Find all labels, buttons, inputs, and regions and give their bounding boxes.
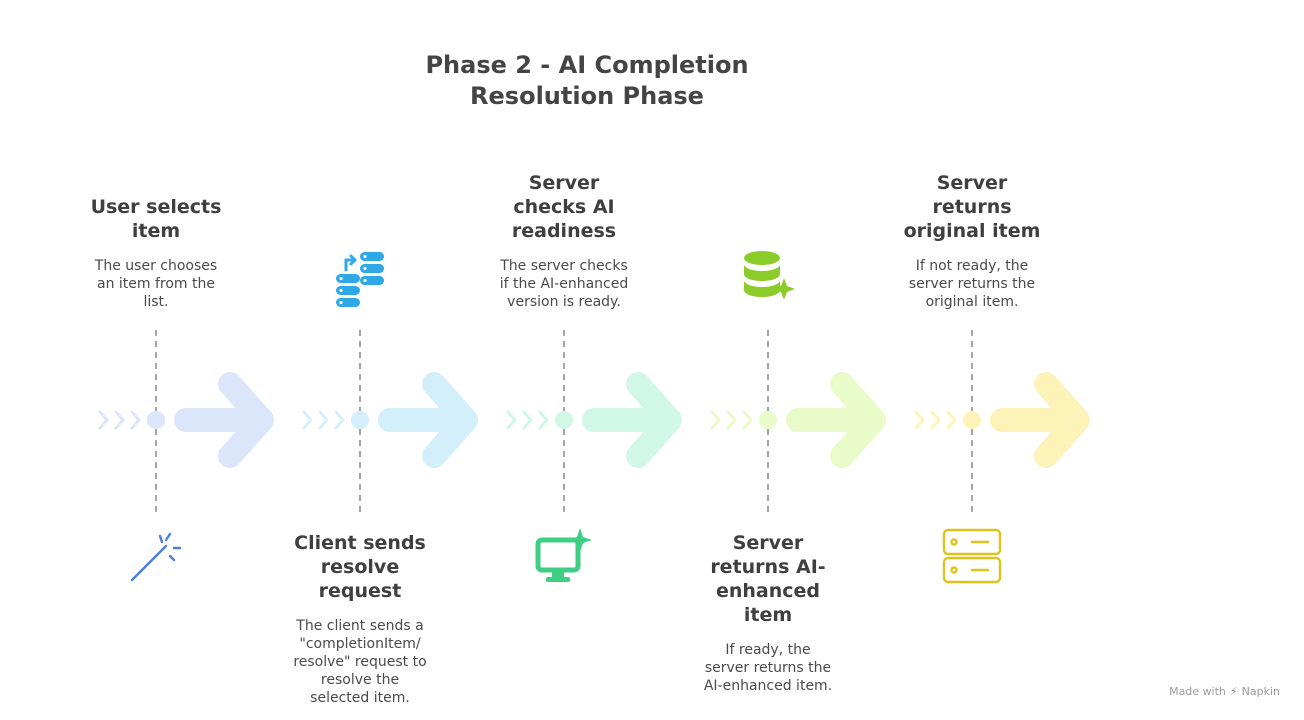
credit-brand: Napkin — [1241, 685, 1280, 698]
arrow-head-icon — [1034, 372, 1090, 468]
chevron-icon — [522, 410, 533, 430]
description-line: If not ready, the — [915, 258, 1029, 274]
description-line: resolve the — [320, 672, 400, 688]
magic-wand-icon — [124, 524, 188, 588]
heading-line: request — [318, 580, 402, 602]
chevron-icon — [334, 410, 345, 430]
chevron-icon — [946, 410, 957, 430]
description-line: AI-enhanced item. — [703, 678, 833, 694]
arrow-head-icon — [218, 372, 274, 468]
chevron-icon — [726, 410, 737, 430]
credit-label: Made with — [1169, 685, 1226, 698]
timeline-node — [351, 411, 369, 429]
heading-line: Server — [528, 172, 600, 194]
chevron-icon — [130, 410, 141, 430]
server-icon — [940, 524, 1004, 588]
description-line: original item. — [925, 294, 1019, 310]
arrow-head-icon — [422, 372, 478, 468]
heading-line: readiness — [511, 220, 617, 242]
title-line-2: Resolution Phase — [470, 82, 704, 110]
heading-line: item — [131, 220, 181, 242]
napkin-logo-icon: ⚡ — [1229, 685, 1238, 698]
description-line: list. — [143, 294, 169, 310]
chevron-icon — [302, 410, 313, 430]
heading-line: User selects — [90, 196, 222, 218]
diagram-title: Phase 2 - AI Completion Resolution Phase — [387, 50, 787, 112]
chevron-icon — [318, 410, 329, 430]
description-line: selected item. — [310, 690, 410, 706]
chevron-icon — [930, 410, 941, 430]
timeline-segment-4 — [710, 330, 886, 516]
title-line-1: Phase 2 - AI Completion — [425, 51, 749, 79]
heading-line: returns — [932, 196, 1012, 218]
timeline-node — [555, 411, 573, 429]
credit: Made with ⚡ Napkin — [1169, 685, 1280, 698]
description-line: an item from the — [97, 276, 215, 292]
description-line: The user chooses — [94, 258, 218, 274]
description-line: version is ready. — [507, 294, 621, 310]
chevron-icon — [506, 410, 517, 430]
heading-line: item — [743, 604, 793, 626]
description-line: If ready, the — [725, 642, 811, 658]
heading-line: Client sends — [294, 532, 426, 554]
step-2-description: The client sends a "completionItem/resolv… — [280, 617, 440, 707]
timeline-segment-3 — [506, 330, 682, 516]
description-line: The server checks — [500, 258, 628, 274]
arrow-head-icon — [626, 372, 682, 468]
heading-line: Server — [732, 532, 804, 554]
description-line: server returns the — [908, 276, 1036, 292]
chevron-icon — [538, 410, 549, 430]
step-5-description: If not ready, the server returns the origi… — [892, 257, 1052, 311]
data-transfer-icon — [328, 246, 392, 310]
heading-line: returns AI- — [710, 556, 826, 578]
timeline-segment-1 — [98, 330, 274, 516]
arrow-head-icon — [830, 372, 886, 468]
description-line: The client sends a — [296, 618, 424, 634]
ai-monitor-icon — [532, 524, 596, 588]
description-line: if the AI-enhanced — [499, 276, 629, 292]
ai-database-icon — [736, 246, 800, 310]
description-line: resolve" request to — [293, 654, 427, 670]
timeline-segment-2 — [302, 330, 478, 516]
chevron-icon — [114, 410, 125, 430]
timeline-node — [147, 411, 165, 429]
description-line: server returns the — [704, 660, 832, 676]
step-1-description: The user chooses an item from the list. — [76, 257, 236, 311]
chevron-icon — [742, 410, 753, 430]
heading-line: original item — [903, 220, 1041, 242]
heading-line: Server — [936, 172, 1008, 194]
description-line: "completionItem/ — [299, 636, 421, 652]
step-3-description: The server checks if the AI-enhanced versi… — [484, 257, 644, 311]
heading-line: resolve — [320, 556, 400, 578]
chevron-icon — [914, 410, 925, 430]
timeline-segment-5 — [914, 330, 1090, 516]
heading-line: checks AI — [513, 196, 615, 218]
chevron-icon — [710, 410, 721, 430]
timeline-node — [759, 411, 777, 429]
timeline-node — [963, 411, 981, 429]
heading-line: enhanced — [715, 580, 821, 602]
chevron-icon — [98, 410, 109, 430]
